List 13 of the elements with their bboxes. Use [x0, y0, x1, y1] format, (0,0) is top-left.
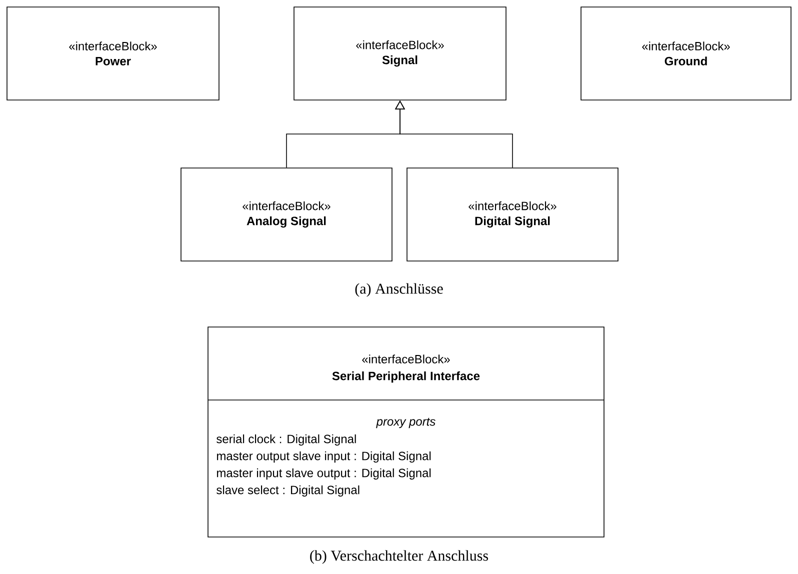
port-entry: slave select : Digital Signal	[216, 485, 360, 497]
port-entry: master input slave output : Digital Signal	[217, 468, 431, 480]
block-box: «interfaceBlock» Digital Signal	[406, 168, 618, 262]
stereotype-label: «interfaceBlock»	[362, 354, 450, 364]
compartment-heading: proxy ports	[376, 418, 436, 428]
block-name: Serial Peripheral Interface	[332, 371, 480, 383]
port-entry: master output slave input : Digital Signal	[217, 451, 431, 463]
block-box: «interfaceBlock» Power	[6, 6, 220, 100]
figure-caption: (a) Anschlüsse	[355, 283, 443, 297]
block-box: «interfaceBlock» Analog Signal	[180, 168, 392, 262]
block-box: «interfaceBlock» Signal	[294, 6, 506, 100]
block-box: «interfaceBlock» Ground	[580, 6, 792, 100]
port-entry: serial clock : Digital Signal	[216, 434, 356, 446]
